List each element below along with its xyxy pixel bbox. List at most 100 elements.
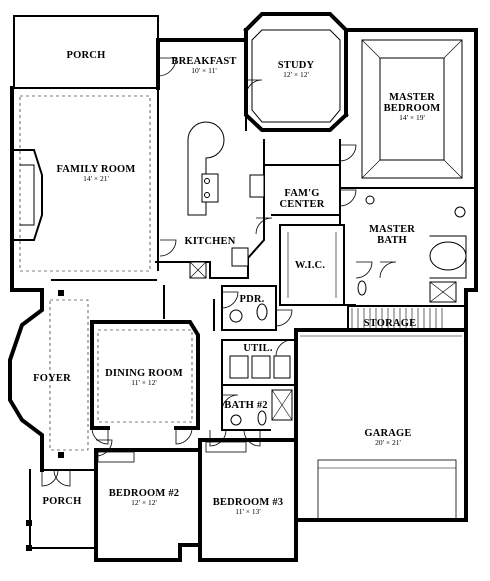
- tray-corner-br: [443, 159, 463, 179]
- bath2-label: BATH #2: [224, 400, 268, 411]
- study-outline-top: [243, 12, 348, 117]
- porch-bottom-label: PORCH: [43, 496, 82, 507]
- burner-icon: [204, 178, 210, 184]
- pdr-door: [221, 291, 239, 309]
- master-lav-icon: [454, 206, 466, 218]
- study-label: STUDY: [278, 60, 315, 71]
- util-label: UTIL.: [243, 343, 272, 354]
- master-bath-left-wall: [343, 224, 356, 306]
- kitchen-label: KITCHEN: [185, 236, 236, 247]
- bath2-door: [221, 394, 239, 412]
- master-bath-label-1: MASTER: [369, 224, 415, 235]
- family-room-ceiling-outline: [19, 95, 151, 272]
- master-toilet: [357, 280, 367, 296]
- room-labels: PORCH BREAKFAST 10' × 11' STUDY 12' × 12…: [33, 50, 440, 516]
- family-room-dims: 14' × 21': [83, 174, 109, 183]
- bedroom3-label: BEDROOM #3: [213, 497, 284, 508]
- storage-hatch: [351, 308, 443, 328]
- util-door: [275, 339, 293, 357]
- fireplace-hearth: [19, 164, 35, 226]
- dining-door: [91, 427, 109, 445]
- breakfast-label: BREAKFAST: [171, 56, 236, 67]
- bath-door: [379, 261, 397, 279]
- pdr-toilet: [256, 303, 268, 321]
- garage-label: GARAGE: [364, 428, 411, 439]
- fam-center-door: [255, 217, 273, 235]
- porch-column: [26, 520, 32, 526]
- bath2-toilet: [257, 410, 267, 426]
- washer: [229, 355, 249, 379]
- study-dims: 12' × 12': [283, 70, 309, 79]
- burner-icon: [204, 192, 210, 198]
- pdr-label: PDR.: [239, 294, 264, 305]
- fireplace: [13, 149, 43, 241]
- front-door: [41, 469, 59, 487]
- foyer-ceiling-outline: [49, 299, 89, 451]
- pdr-walls: [221, 285, 277, 331]
- doors: [41, 57, 397, 487]
- master-door-2: [339, 189, 357, 207]
- tub-deck: [429, 235, 467, 279]
- master-door: [339, 144, 357, 162]
- kitchen-right-wall: [247, 139, 265, 279]
- kitchen-door: [159, 239, 177, 257]
- wh-cross-b: [271, 389, 293, 421]
- study-inner-outline: [251, 29, 341, 123]
- breakfast-porch-door: [157, 57, 177, 77]
- foyer-column: [58, 452, 64, 458]
- dining-room-wall: [90, 320, 200, 430]
- breakfast-dims: 10' × 11': [191, 66, 217, 75]
- study-outline-bottom: [244, 28, 349, 132]
- porch-column: [26, 545, 32, 551]
- front-door-2: [53, 469, 71, 487]
- kitchen-sink: [231, 247, 249, 267]
- dining-door-2: [175, 427, 193, 445]
- bedroom3-door-2: [243, 429, 261, 447]
- fam-center-label-1: FAM'G: [284, 188, 319, 199]
- garage-entry-door: [275, 309, 293, 327]
- fam-center-label-2: CENTER: [280, 199, 325, 210]
- porch-bottom-outline: [29, 469, 97, 549]
- bath2-sink: [230, 414, 242, 426]
- bedroom2-closet: [97, 451, 135, 463]
- dining-room-dims: 11' × 12': [131, 378, 157, 387]
- bedroom3-door: [209, 429, 227, 447]
- tray-corner-tl: [361, 39, 381, 59]
- kitchen-cooktop: [201, 173, 219, 203]
- bedroom2-door: [95, 439, 113, 457]
- bedroom2-dims: 12' × 12': [131, 498, 157, 507]
- master-tray-ceiling-outer: [361, 39, 463, 179]
- master-bedroom-label-1: MASTER: [389, 92, 435, 103]
- foyer-bay-wall: [8, 288, 44, 472]
- tray-corner-bl: [361, 159, 381, 179]
- master-bath-label-2: BATH: [377, 235, 407, 246]
- garage-outer-wall: [294, 328, 468, 522]
- master-bedroom-outer-wall: [344, 28, 478, 292]
- bedroom2-label: BEDROOM #2: [109, 488, 180, 499]
- kitchen-island: [187, 121, 225, 216]
- master-bath-right-wall: [464, 288, 478, 332]
- master-lav-icon-2: [365, 195, 375, 205]
- wic-label: W.I.C.: [295, 260, 325, 271]
- master-tub: [429, 241, 467, 271]
- porch-top-label: PORCH: [67, 50, 106, 61]
- dining-room-label: DINING ROOM: [105, 368, 183, 379]
- foyer-column: [58, 290, 64, 296]
- pantry-cross-b: [189, 261, 207, 279]
- pdr-sink: [229, 309, 243, 323]
- foyer-label: FOYER: [33, 373, 71, 384]
- study-door: [245, 79, 263, 97]
- bedroom3-dims: 11' × 13': [235, 507, 261, 516]
- family-room-label: FAMILY ROOM: [56, 164, 135, 175]
- bedroom2-outer-wall: [94, 448, 202, 562]
- master-bedroom-label-2: BEDROOM: [384, 103, 441, 114]
- bedroom3-closet: [205, 441, 247, 453]
- dining-ceiling-outline: [97, 329, 193, 423]
- refrigerator: [249, 174, 265, 198]
- master-tray-ceiling-inner: [379, 57, 445, 161]
- util-sink: [273, 355, 291, 379]
- wic-door: [355, 261, 373, 279]
- shower-cross-b: [429, 281, 457, 303]
